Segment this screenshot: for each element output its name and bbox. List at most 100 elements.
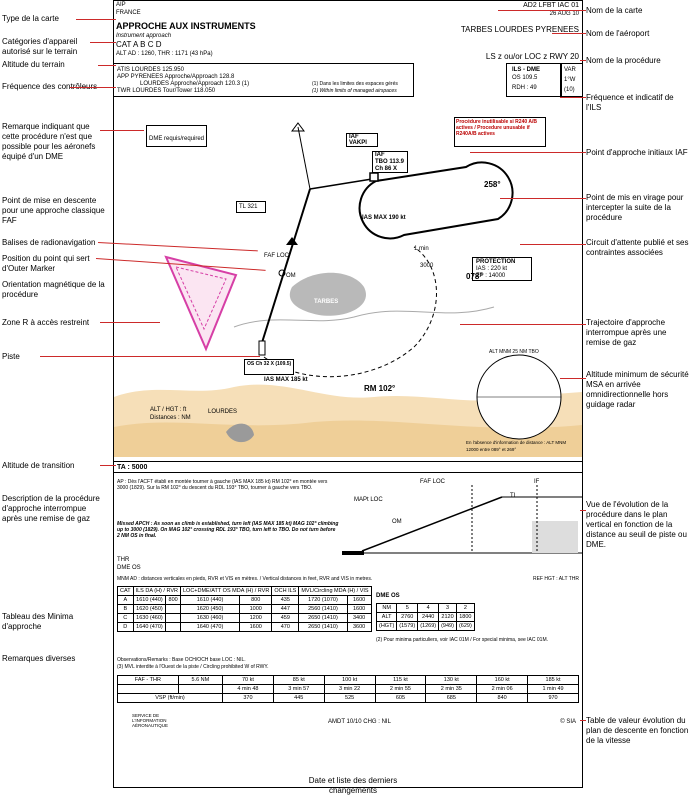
frequency-note-2: (1) Within limits of managed airspaces (312, 88, 397, 94)
annotation-ils-frequency: Fréquence et indicatif de l'ILS (586, 93, 674, 112)
minima-cell: 1620 (450) (179, 604, 241, 614)
profile-glide-path (361, 496, 503, 552)
holding-altitude: 3000 (420, 263, 434, 269)
vsp-value: 605 (374, 693, 427, 703)
minima-cell: 1600 (346, 604, 372, 614)
speed-time: 3 min 22 (323, 684, 376, 694)
restricted-zone-r240 (164, 255, 238, 352)
dme-cell: ALT (375, 612, 398, 622)
leader-line (580, 510, 586, 511)
minima-cell: 1630 (460) (179, 613, 241, 623)
annotation-transition-altitude: Altitude de transition (2, 461, 75, 470)
vsp-value: 685 (425, 693, 478, 703)
heading-078: 078° (466, 272, 483, 281)
iaf-vakpi-box: IAF VAKPI (346, 133, 378, 147)
dme-note: (2) Pour minima particuliers, voir IAC 0… (376, 637, 548, 643)
minima-cell: 1200 (239, 613, 273, 623)
lourdes-label: LOURDES (208, 409, 238, 415)
vsp-value: 445 (272, 693, 325, 703)
sia-copyright: © SIA (560, 719, 576, 725)
annotation-controller-frequencies: Fréquence des contrôleurs (2, 82, 98, 91)
plan-view (114, 122, 582, 457)
minima-cell: 1720 (1070) (298, 595, 348, 605)
iaf-track (297, 126, 311, 190)
speed-label: FAF - THR (117, 675, 179, 685)
speed-col: 185 kt (527, 675, 579, 685)
speed-distance: 5.6 NM (177, 675, 224, 685)
profile-terrain-block (532, 521, 578, 553)
annotation-holding-pattern: Circuit d'attente publié et ses contrain… (586, 238, 689, 257)
minima-cell: D (117, 622, 134, 632)
thr-label: THR (117, 557, 130, 563)
dme-cell: (1579) (396, 621, 419, 631)
leader-line (560, 378, 586, 379)
tl-321: TL 321 (239, 204, 258, 210)
lourdes-town (226, 423, 254, 443)
minima-cell: C (117, 613, 134, 623)
msa-title: ALT MNM 25 NM TBO (489, 349, 539, 355)
transition-altitude: TA : 5000 (117, 464, 148, 471)
transition-band: TA : 5000 (114, 461, 582, 473)
dme-cell: 3 (438, 603, 457, 613)
dme-cell: 4 (417, 603, 440, 613)
annotation-amendment-date: Date et liste des derniers changements (308, 776, 398, 795)
leader-line (460, 324, 586, 325)
profile-if-label: IF (534, 479, 540, 485)
speed-col: 85 kt (272, 675, 325, 685)
leader-line (90, 42, 116, 43)
variation-value: 1°W (564, 77, 576, 83)
minima-cell: 435 (271, 595, 300, 605)
speed-col: 115 kt (374, 675, 427, 685)
speed-time: 2 min 06 (476, 684, 529, 694)
iaf-name: VAKPI (349, 140, 367, 146)
leader-line (470, 152, 586, 153)
ils-rdh: RDH : 49 (512, 85, 537, 91)
alt-hgt-unit: ALT / HGT : ft (150, 407, 187, 413)
profile-om-label: OM (392, 519, 402, 525)
country-label: FRANCE (116, 10, 141, 16)
leader-line (70, 87, 116, 88)
tarbes-label: TARBES (314, 299, 339, 305)
vsp-value: 525 (323, 693, 376, 703)
minima-cell: 1600 (239, 622, 273, 632)
procedure-unusable-text: Procédure inutilisable si R240 A/B activ… (456, 119, 537, 137)
minima-cell: 459 (271, 613, 300, 623)
aircraft-categories: CAT A B C D (116, 40, 162, 49)
dme-remark-text: DME requis/required (149, 136, 205, 142)
minima-cell (165, 604, 181, 614)
minima-header: MVL/Circling MDA (H) / VIS (298, 586, 372, 596)
profile-runway (342, 551, 364, 555)
leader-line (100, 130, 144, 131)
iaf2-tbo: TBO 113.9 (375, 159, 405, 165)
profile-tl-label: TL (510, 493, 518, 499)
chart-id: AD2 LFBT IAC 01 (523, 2, 579, 9)
speed-time: 2 min 35 (425, 684, 478, 694)
minima-cell: 1610 (440) (132, 595, 167, 605)
dme-os-label: DME OS (117, 565, 141, 571)
annotation-minima-table: Tableau des Minima d'approche (2, 612, 74, 631)
annotation-missed-approach-track: Trajectoire d'approche interrompue après… (586, 318, 667, 347)
ils-station-text: OS Ch 32 X (109.5) (247, 361, 292, 367)
dme-cell: NM (375, 603, 398, 613)
dme-cell: (1269) (417, 621, 440, 631)
vsp-value: 840 (476, 693, 529, 703)
leader-line (552, 33, 586, 34)
reference-height: REF HGT : ALT THR (532, 576, 579, 582)
tbo-vor-symbol (369, 172, 379, 182)
speed-col: 70 kt (222, 675, 274, 685)
ias-max-190: IAS MAX 190 kt (362, 215, 406, 221)
annotation-magnetic-heading: Orientation magnétique de la procédure (2, 280, 105, 299)
vsp-value: 970 (527, 693, 579, 703)
minima-cell: A (117, 595, 134, 605)
intermediate-track (309, 178, 373, 190)
runway (258, 340, 266, 356)
msa-note: En l'absence d'information de distance :… (466, 440, 567, 452)
minima-cell: 1630 (460) (132, 613, 167, 623)
variation-label: VAR (564, 67, 576, 73)
annotation-speed-table: Table de valeur évolution du plan de des… (586, 716, 689, 745)
annotation-vertical-profile: Vue de l'évolution de la procédure dans … (586, 500, 687, 549)
